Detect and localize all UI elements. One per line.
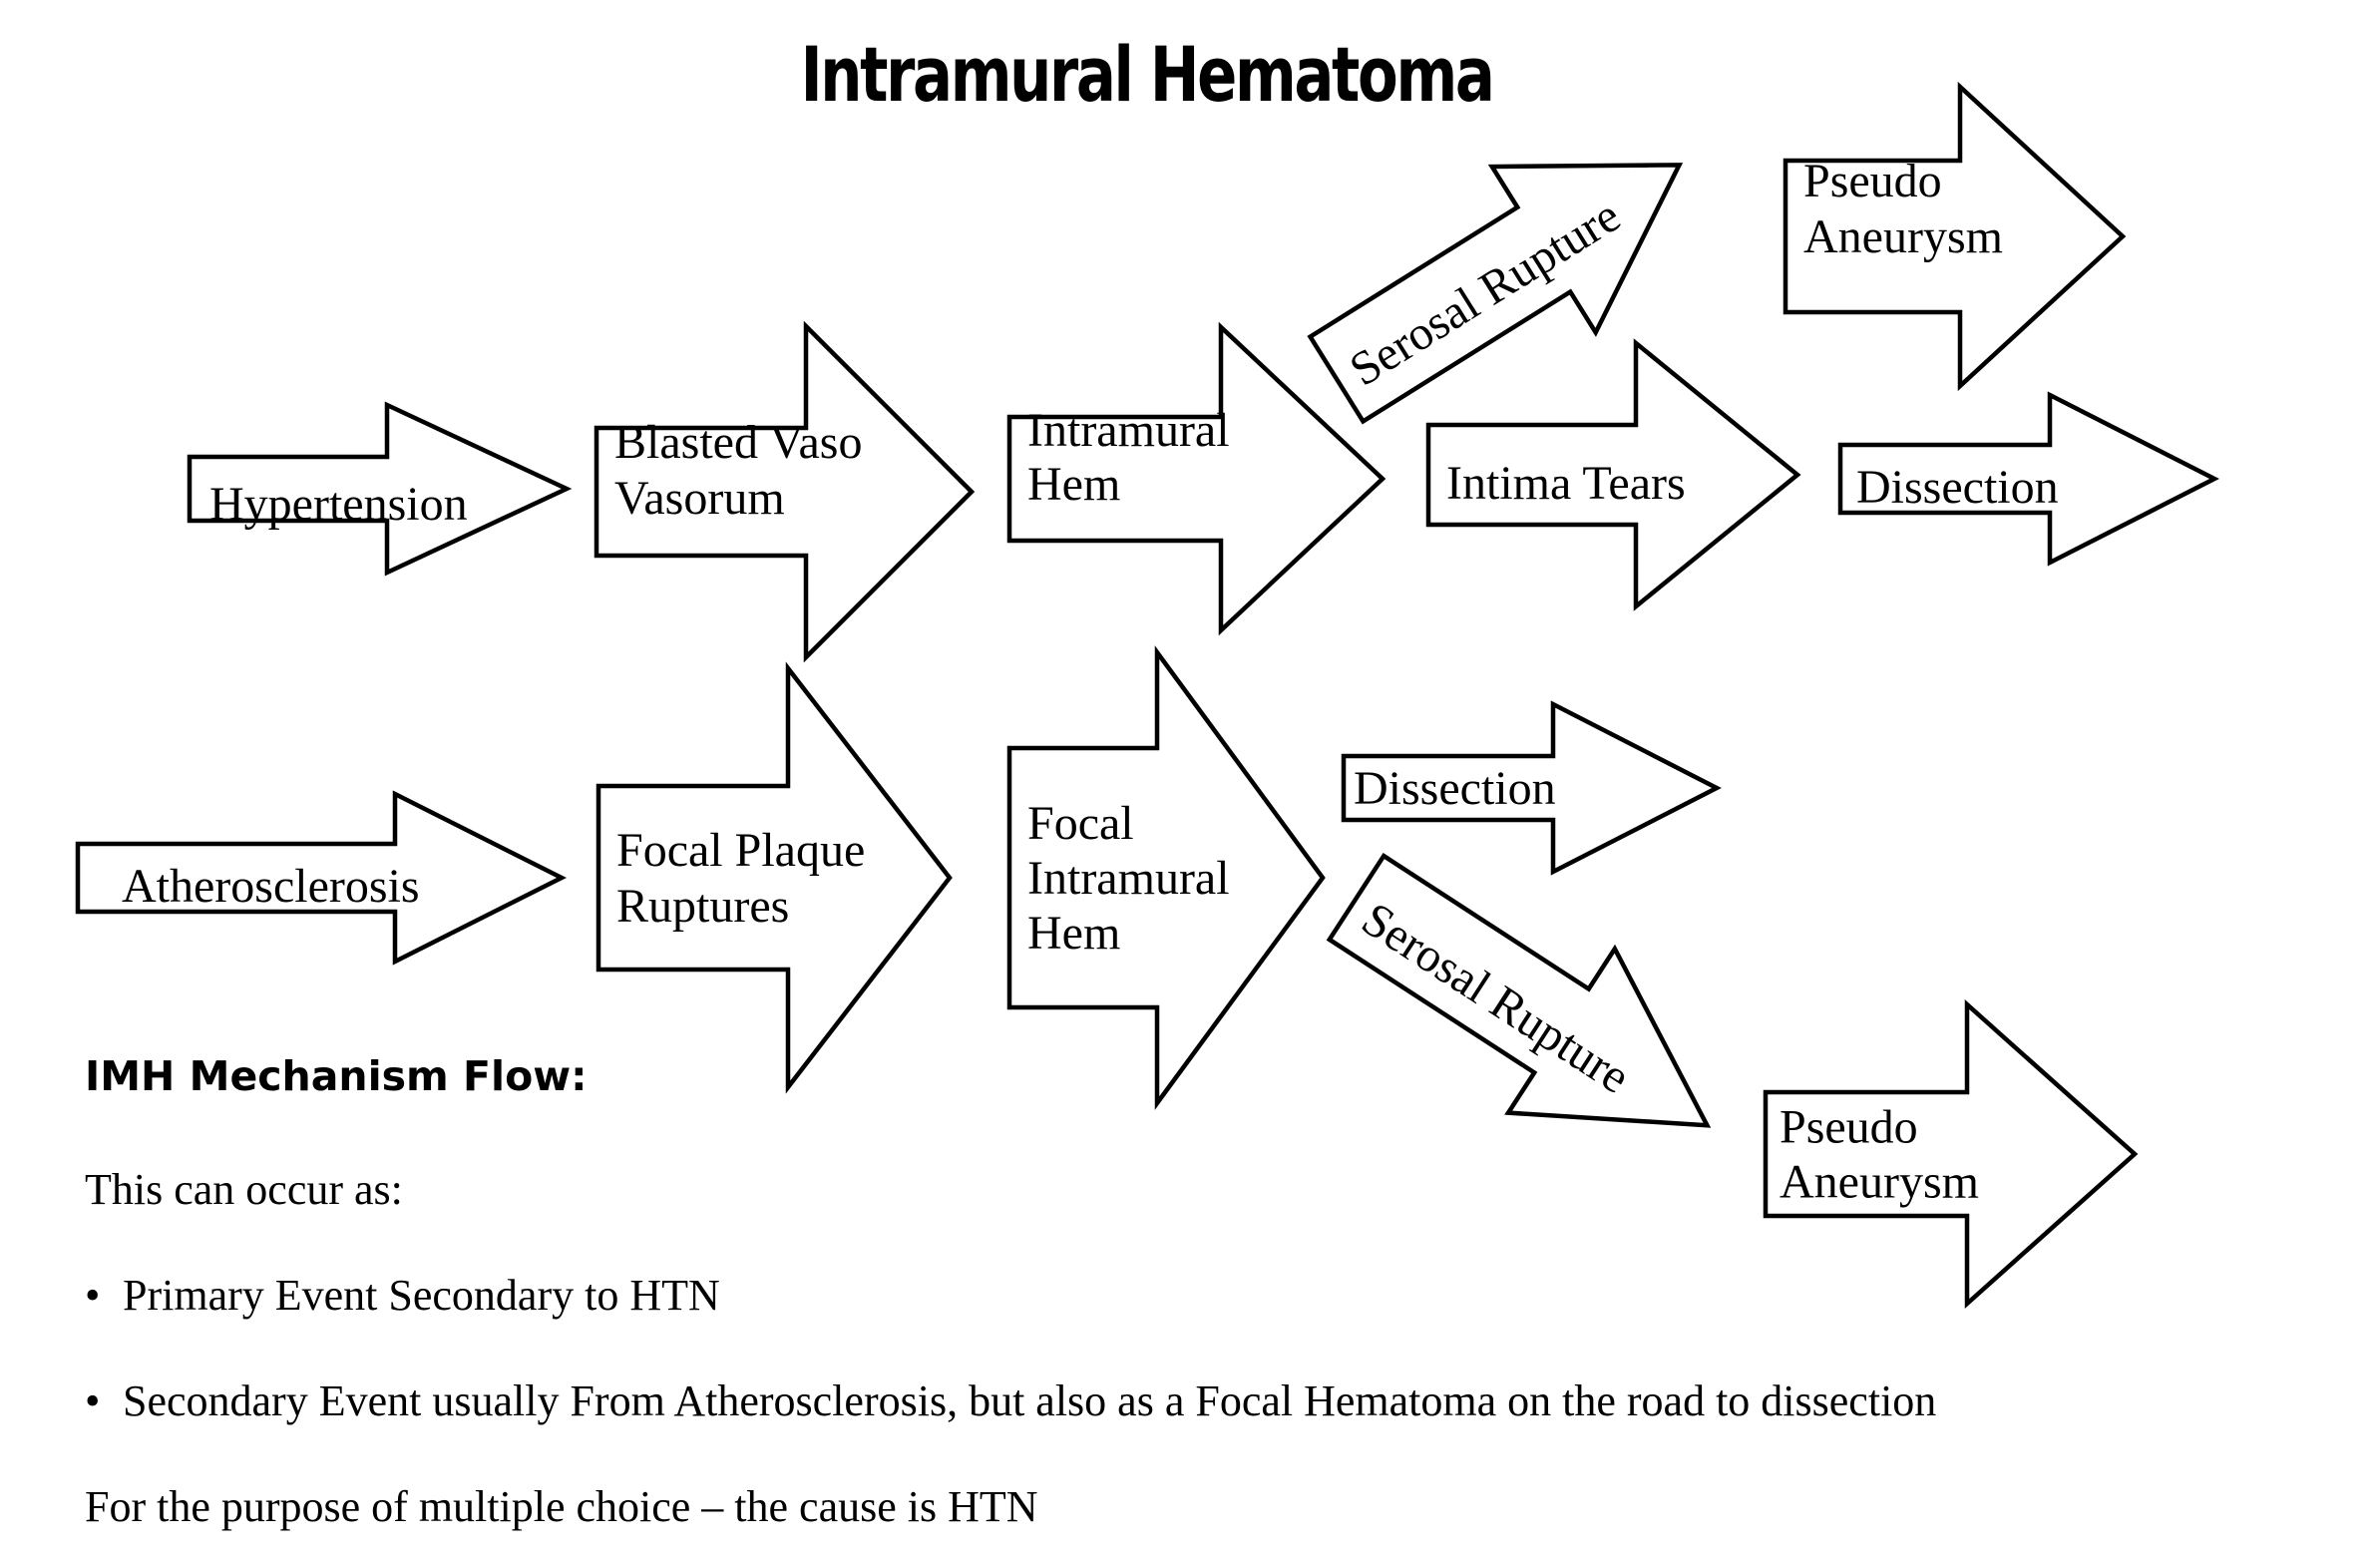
dissection-lower-arrow: Dissection (1341, 700, 1722, 876)
notes-intro: This can occur as: (85, 1165, 403, 1214)
serosal-rupture-lower-arrow: Serosal Rupture (1326, 852, 1712, 1128)
arrow-label: Dissection (1856, 461, 2059, 514)
bullet-item: Secondary Event usually From Atheroscler… (85, 1375, 1936, 1426)
bullet-item: Primary Event Secondary to HTN (85, 1270, 720, 1321)
arrow-shape (75, 790, 568, 966)
arrow-shape (1425, 338, 1801, 611)
notes-conclusion: For the purpose of multiple choice – the… (85, 1482, 1038, 1531)
arrow-shape (1307, 163, 1684, 425)
arrow-shape (1837, 391, 2219, 567)
arrow-label: Intima Tears (1446, 457, 1686, 510)
arrow-shape (1006, 321, 1387, 636)
atherosclerosis-arrow: Atherosclerosis (75, 790, 568, 966)
arrow-shape (1341, 700, 1722, 876)
arrow-shape (594, 320, 976, 663)
page-title: Intramural Hematoma (800, 30, 1495, 119)
arrow-shape (595, 661, 953, 1094)
notes-heading: IMH Mechanism Flow: (85, 1052, 588, 1100)
arrow-label: Dissection (1354, 762, 1556, 815)
dissection-upper-arrow: Dissection (1837, 391, 2219, 567)
intima-tears-arrow: Intima Tears (1425, 338, 1801, 611)
arrow-label: Atherosclerosis (122, 860, 420, 913)
arrow-label: Hypertension (209, 478, 468, 531)
arrow-shape (1006, 645, 1326, 1110)
arrow-shape (1763, 998, 2139, 1310)
arrow-shape (187, 401, 573, 577)
hypertension-arrow: Hypertension (187, 401, 573, 577)
arrow-shape (1783, 81, 2127, 392)
arrow-shape (1326, 852, 1712, 1128)
